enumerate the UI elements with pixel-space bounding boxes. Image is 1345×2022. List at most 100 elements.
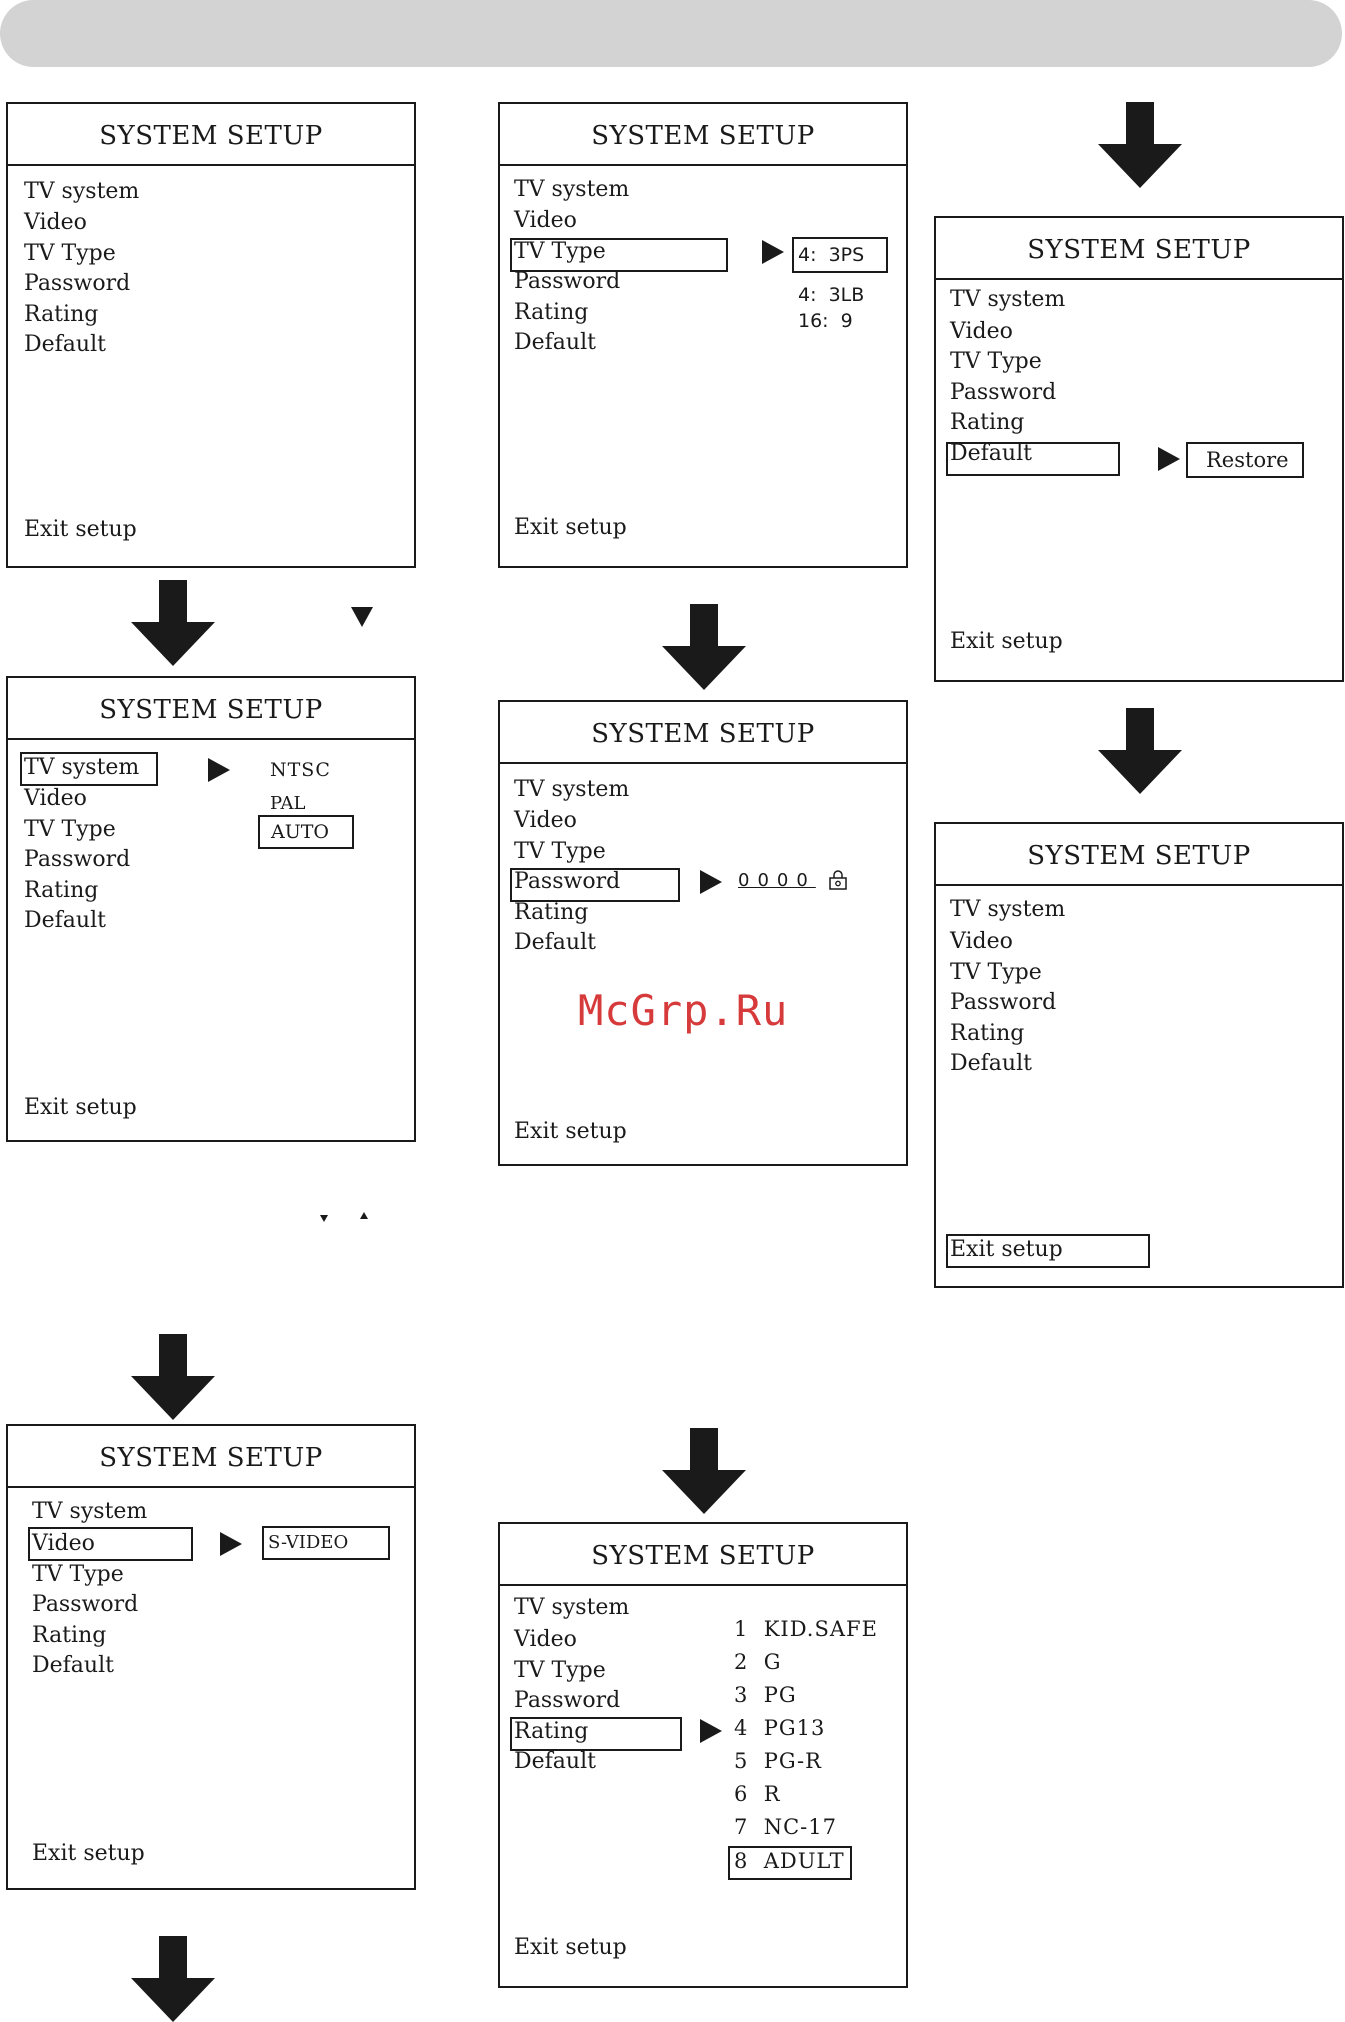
option-4-3lb[interactable]: 4: 3LB bbox=[798, 284, 865, 306]
menu-item-exit-setup[interactable]: Exit setup bbox=[514, 515, 627, 540]
menu-item-default[interactable]: Default bbox=[514, 330, 596, 355]
menu-item-video[interactable]: Video bbox=[32, 1531, 95, 1556]
rating-option[interactable]: 7 NC-17 bbox=[734, 1815, 837, 1839]
right-triangle-icon bbox=[1158, 447, 1180, 471]
option-16-9[interactable]: 16: 9 bbox=[798, 310, 853, 332]
menu-item-default[interactable]: Default bbox=[950, 1051, 1032, 1076]
option-auto[interactable]: AUTO bbox=[271, 821, 329, 843]
menu-item-password[interactable]: Password bbox=[514, 269, 621, 294]
menu-item-exit-setup[interactable]: Exit setup bbox=[24, 1095, 137, 1120]
system-setup-panel-exit: SYSTEM SETUP TV system Video TV Type Pas… bbox=[934, 822, 1344, 1288]
option-ntsc[interactable]: NTSC bbox=[270, 759, 331, 781]
header-bar bbox=[0, 0, 1342, 67]
menu-item-password[interactable]: Password bbox=[32, 1592, 139, 1617]
menu-item-tv-type[interactable]: TV Type bbox=[514, 239, 606, 264]
menu-item-exit-setup[interactable]: Exit setup bbox=[32, 1841, 145, 1866]
panel-title: SYSTEM SETUP bbox=[936, 824, 1342, 886]
menu-item-default[interactable]: Default bbox=[514, 1749, 596, 1774]
menu-item-tv-type[interactable]: TV Type bbox=[24, 241, 116, 266]
menu-item-tv-system[interactable]: TV system bbox=[950, 287, 1066, 312]
menu-item-video[interactable]: Video bbox=[514, 208, 577, 233]
menu-item-tv-system[interactable]: TV system bbox=[24, 755, 140, 780]
menu-item-tv-system[interactable]: TV system bbox=[514, 777, 630, 802]
rating-option[interactable]: 5 PG-R bbox=[734, 1749, 822, 1773]
menu-item-tv-type[interactable]: TV Type bbox=[24, 817, 116, 842]
rating-option[interactable]: 4 PG13 bbox=[734, 1716, 826, 1740]
menu-item-exit-setup[interactable]: Exit setup bbox=[514, 1935, 627, 1960]
menu-item-video[interactable]: Video bbox=[24, 210, 87, 235]
menu-item-tv-type[interactable]: TV Type bbox=[514, 839, 606, 864]
menu-item-rating[interactable]: Rating bbox=[514, 1719, 589, 1744]
menu-item-video[interactable]: Video bbox=[514, 808, 577, 833]
menu-item-tv-type[interactable]: TV Type bbox=[514, 1658, 606, 1683]
selected-highlight bbox=[510, 868, 680, 902]
menu-item-rating[interactable]: Rating bbox=[950, 1021, 1025, 1046]
menu-item-default[interactable]: Default bbox=[514, 930, 596, 955]
menu-item-tv-system[interactable]: TV system bbox=[32, 1499, 148, 1524]
menu-item-default[interactable]: Default bbox=[24, 908, 106, 933]
selected-highlight bbox=[946, 1234, 1150, 1268]
system-setup-panel-rating: SYSTEM SETUP TV system Video TV Type Pas… bbox=[498, 1522, 908, 1988]
system-setup-panel-default: SYSTEM SETUP TV system Video TV Type Pas… bbox=[934, 216, 1344, 682]
down-arrow-icon bbox=[662, 1428, 746, 1514]
menu-item-password[interactable]: Password bbox=[24, 271, 131, 296]
menu-item-video[interactable]: Video bbox=[950, 929, 1013, 954]
menu-item-rating[interactable]: Rating bbox=[24, 302, 99, 327]
lock-icon bbox=[829, 870, 847, 890]
menu-item-tv-type[interactable]: TV Type bbox=[950, 349, 1042, 374]
menu-item-rating[interactable]: Rating bbox=[950, 410, 1025, 435]
option-restore[interactable]: Restore bbox=[1206, 448, 1289, 472]
menu-item-password[interactable]: Password bbox=[514, 1688, 621, 1713]
down-arrow-icon bbox=[131, 580, 215, 666]
down-arrow-icon bbox=[1098, 708, 1182, 794]
option-pal[interactable]: PAL bbox=[270, 793, 306, 814]
rating-option[interactable]: 1 KID.SAFE bbox=[734, 1617, 878, 1641]
down-arrow-icon bbox=[131, 1334, 215, 1420]
menu-item-password[interactable]: Password bbox=[950, 990, 1057, 1015]
menu-item-tv-system[interactable]: TV system bbox=[950, 897, 1066, 922]
system-setup-panel-video: SYSTEM SETUP TV system Video TV Type Pas… bbox=[6, 1424, 416, 1890]
right-triangle-icon bbox=[762, 240, 784, 264]
menu-item-exit-setup[interactable]: Exit setup bbox=[514, 1119, 627, 1144]
menu-item-tv-type[interactable]: TV Type bbox=[32, 1562, 124, 1587]
rating-option[interactable]: 3 PG bbox=[734, 1683, 797, 1707]
down-arrow-icon bbox=[662, 604, 746, 690]
menu-item-exit-setup[interactable]: Exit setup bbox=[24, 517, 137, 542]
menu-item-tv-system[interactable]: TV system bbox=[24, 179, 140, 204]
rating-option[interactable]: 2 G bbox=[734, 1650, 782, 1674]
right-triangle-icon bbox=[208, 758, 230, 782]
menu-item-rating[interactable]: Rating bbox=[32, 1623, 107, 1648]
menu-item-default[interactable]: Default bbox=[24, 332, 106, 357]
menu-item-exit-setup[interactable]: Exit setup bbox=[950, 1237, 1063, 1262]
menu-item-default[interactable]: Default bbox=[32, 1653, 114, 1678]
menu-item-rating[interactable]: Rating bbox=[514, 300, 589, 325]
selected-highlight bbox=[510, 238, 728, 272]
rating-option[interactable]: 6 R bbox=[734, 1782, 781, 1806]
option-4-3ps[interactable]: 4: 3PS bbox=[798, 244, 865, 266]
selected-option-box bbox=[792, 237, 888, 273]
panel-title: SYSTEM SETUP bbox=[8, 1426, 414, 1488]
menu-item-password[interactable]: Password bbox=[514, 869, 621, 894]
menu-item-default[interactable]: Default bbox=[950, 441, 1032, 466]
menu-item-tv-system[interactable]: TV system bbox=[514, 177, 630, 202]
selected-highlight bbox=[510, 1717, 682, 1751]
menu-item-rating[interactable]: Rating bbox=[514, 900, 589, 925]
system-setup-panel-tv-type: SYSTEM SETUP TV system Video TV Type Pas… bbox=[498, 102, 908, 568]
menu-item-password[interactable]: Password bbox=[24, 847, 131, 872]
down-arrow-icon bbox=[131, 1936, 215, 2022]
menu-item-rating[interactable]: Rating bbox=[24, 878, 99, 903]
rating-option[interactable]: 8 ADULT bbox=[734, 1849, 845, 1873]
option-s-video[interactable]: S-VIDEO bbox=[268, 1532, 349, 1553]
panel-title: SYSTEM SETUP bbox=[936, 218, 1342, 280]
menu-item-video[interactable]: Video bbox=[24, 786, 87, 811]
menu-item-tv-type[interactable]: TV Type bbox=[950, 960, 1042, 985]
right-triangle-icon bbox=[700, 1719, 722, 1743]
password-field[interactable]: 0000 bbox=[738, 870, 816, 891]
panel-title: SYSTEM SETUP bbox=[500, 702, 906, 764]
right-triangle-icon bbox=[700, 870, 722, 894]
menu-item-video[interactable]: Video bbox=[514, 1627, 577, 1652]
menu-item-tv-system[interactable]: TV system bbox=[514, 1595, 630, 1620]
menu-item-password[interactable]: Password bbox=[950, 380, 1057, 405]
menu-item-video[interactable]: Video bbox=[950, 319, 1013, 344]
menu-item-exit-setup[interactable]: Exit setup bbox=[950, 629, 1063, 654]
